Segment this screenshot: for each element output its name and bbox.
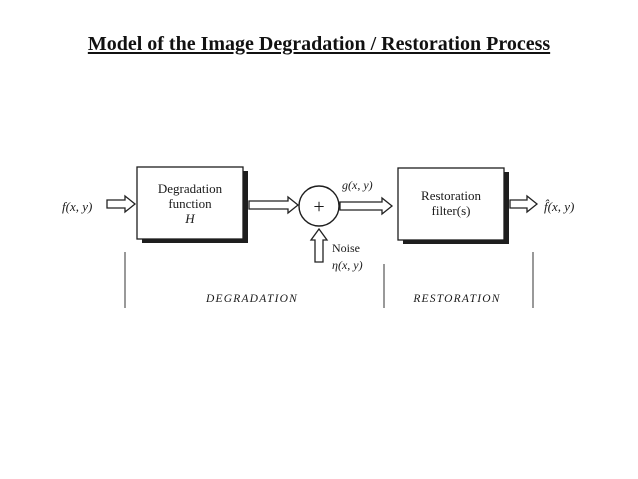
degradation-block-line1: Degradation	[158, 181, 223, 196]
restoration-block-line2: filter(s)	[432, 203, 471, 218]
section-dividers	[124, 252, 534, 308]
input-label: f(x, y)	[62, 199, 92, 214]
slide-title: Model of the Image Degradation / Restora…	[87, 33, 551, 55]
adder-to-restoration-arrow	[339, 196, 394, 216]
degradation-to-adder-arrow	[248, 195, 300, 215]
degradation-block-line3: H	[184, 211, 195, 226]
section-label-restoration: RESTORATION	[412, 293, 500, 305]
adder-symbol: +	[313, 196, 324, 218]
noise-arrow	[309, 227, 329, 263]
degradation-block: Degradation function H	[136, 166, 248, 243]
output-label: f̂(x, y)	[544, 199, 574, 214]
restoration-block-line1: Restoration	[421, 188, 481, 203]
degradation-block-line2: function	[168, 196, 212, 211]
input-arrow	[106, 194, 137, 214]
adder-output-label: g(x, y)	[342, 178, 373, 192]
output-arrow	[509, 194, 539, 214]
restoration-block: Restoration filter(s)	[397, 167, 509, 244]
noise-label: Noise	[332, 241, 360, 255]
adder: +	[298, 185, 340, 227]
section-label-degradation: DEGRADATION	[205, 293, 298, 305]
noise-symbol: η(x, y)	[332, 258, 363, 272]
